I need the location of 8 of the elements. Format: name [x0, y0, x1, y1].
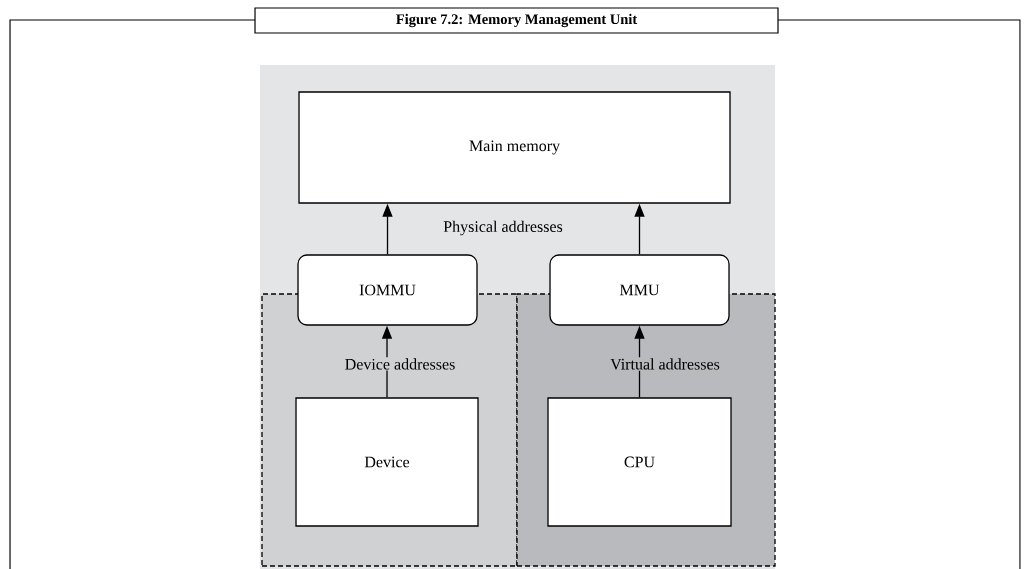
- device-box: Device: [295, 397, 479, 527]
- unit-box: MMU: [549, 254, 730, 326]
- unit-box: IOMMU: [297, 254, 478, 326]
- edge-label: Virtual addresses: [609, 357, 721, 371]
- title-box: Figure 7.2: Memory Management Unit: [254, 7, 779, 34]
- device-box: CPU: [547, 397, 732, 527]
- memory-box: Main memory: [298, 91, 731, 204]
- edge-label: Device addresses: [343, 357, 457, 371]
